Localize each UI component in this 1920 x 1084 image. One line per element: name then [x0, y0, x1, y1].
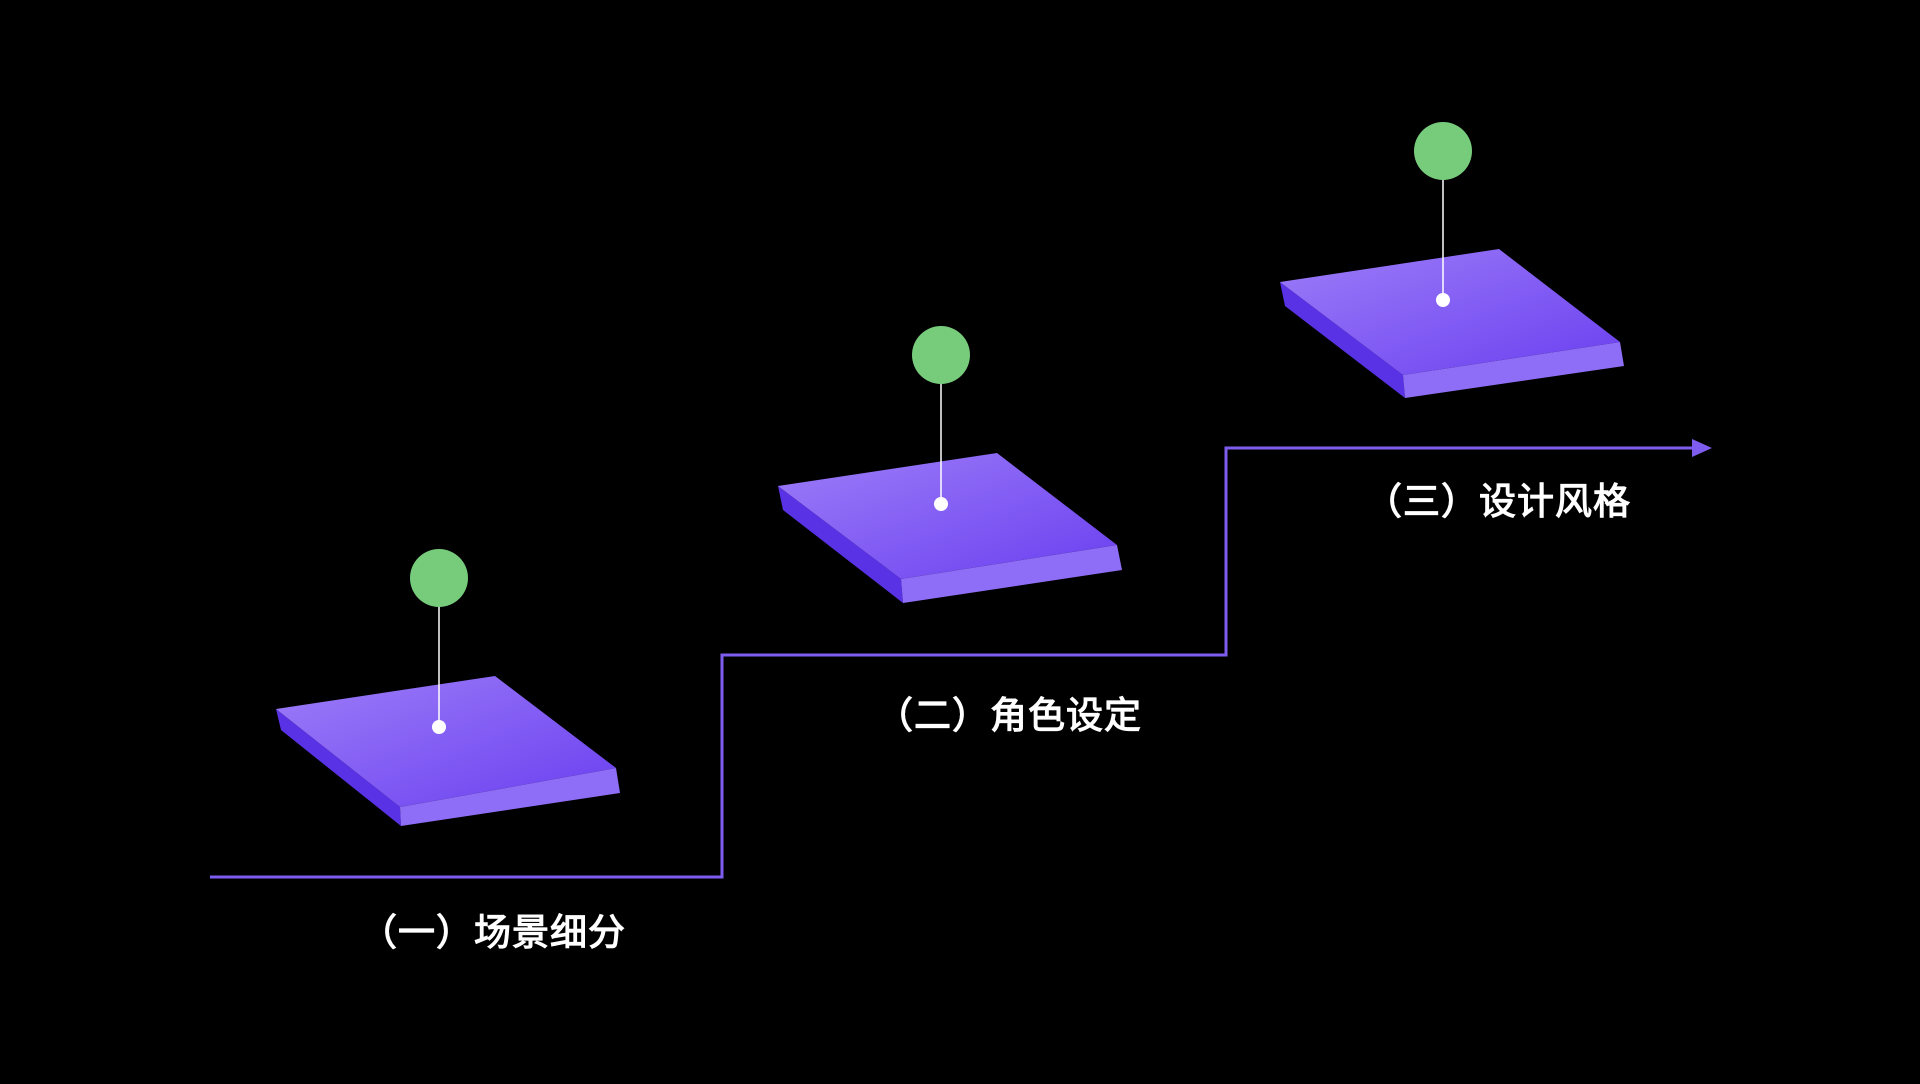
platform-1-top	[276, 676, 616, 807]
platform-2-left-side	[778, 486, 903, 603]
platform-step-3	[1280, 122, 1624, 398]
step-3-label: （三）设计风格	[1365, 480, 1631, 523]
arrow-right-icon	[1692, 439, 1712, 457]
platform-step-2	[778, 326, 1122, 603]
step-2-label: （二）角色设定	[876, 694, 1142, 737]
platform-1-front-side	[400, 768, 620, 826]
platform-3-pin-dot	[1436, 293, 1450, 307]
platform-3-front-side	[1403, 342, 1624, 398]
platform-3-left-side	[1280, 282, 1405, 398]
platform-3-top	[1280, 249, 1620, 375]
map-pin-icon	[912, 326, 970, 384]
map-pin-icon	[410, 549, 468, 607]
platform-step-1	[276, 549, 620, 826]
platform-1-pin-dot	[432, 720, 446, 734]
step-1-label: （一）场景细分	[360, 911, 626, 954]
platform-1-left-side	[276, 709, 401, 826]
map-pin-icon	[1414, 122, 1472, 180]
platform-2-pin-dot	[934, 497, 948, 511]
platform-2-front-side	[901, 545, 1122, 603]
staircase-path	[210, 439, 1712, 879]
platform-2-top	[778, 453, 1117, 579]
staircase-line	[210, 446, 1695, 879]
